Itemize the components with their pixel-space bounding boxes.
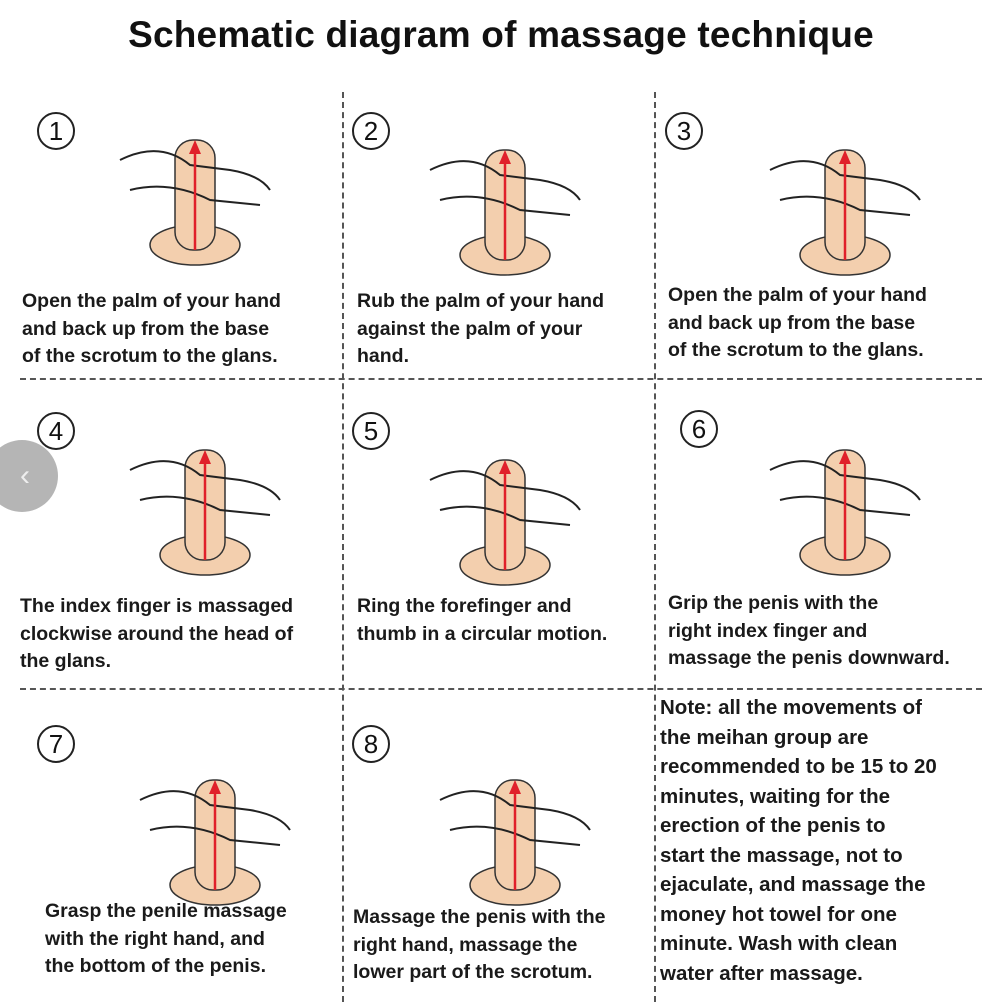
step-description: and back up from the base: [668, 311, 916, 334]
step-description: massage the penis downward.: [668, 647, 950, 669]
step-number: 6: [680, 410, 718, 448]
step-description: Grip the penis with the: [668, 592, 879, 614]
note-text: erection of the penis to: [660, 814, 886, 837]
step-description: clockwise around the head of: [20, 622, 294, 645]
step-number: 8: [352, 725, 390, 763]
step-description: of the scrotum to the glans.: [668, 339, 924, 361]
step-number: 2: [352, 112, 390, 150]
step-description: Open the palm of your hand: [668, 284, 927, 306]
step-description: Rub the palm of your hand: [357, 290, 604, 312]
note-text: the meihan group are: [660, 725, 869, 749]
note-text: start the massage, not to: [660, 843, 903, 867]
divider: [342, 92, 344, 1002]
note-text: water after massage.: [660, 961, 863, 985]
step-description: against the palm of your: [357, 317, 583, 340]
note-text: ejaculate, and massage the: [660, 873, 926, 896]
step-number: 3: [665, 112, 703, 150]
step-description: and back up from the base: [22, 317, 270, 340]
step-illustration: [110, 120, 280, 275]
step-description: Ring the forefinger and: [357, 595, 572, 617]
note-text: minute. Wash with clean: [660, 932, 898, 955]
chevron-left-icon: ‹: [20, 459, 30, 492]
divider: [654, 92, 656, 1002]
carousel-prev-button[interactable]: ‹: [0, 440, 58, 512]
step-illustration: [760, 430, 930, 585]
divider: [20, 378, 982, 380]
step-description: Grasp the penile massage: [45, 900, 287, 922]
step-number: 4: [37, 412, 75, 450]
step-description: lower part of the scrotum.: [353, 961, 593, 983]
step-description: right hand, massage the: [353, 933, 578, 956]
step-description: the bottom of the penis.: [45, 955, 266, 977]
step-description: Massage the penis with the: [353, 906, 606, 928]
step-illustration: [120, 430, 290, 585]
step-description: The index finger is massaged: [20, 595, 294, 617]
note-text: minutes, waiting for the: [660, 784, 891, 808]
step-description: with the right hand, and: [45, 927, 265, 950]
step-illustration: [420, 130, 590, 285]
step-description: thumb in a circular motion.: [357, 622, 608, 645]
step-illustration: [130, 760, 300, 915]
step-illustration: [760, 130, 930, 285]
step-description: of the scrotum to the glans.: [22, 345, 278, 367]
step-description: the glans.: [20, 650, 112, 672]
step-description: hand.: [357, 345, 409, 367]
step-number: 5: [352, 412, 390, 450]
step-illustration: [430, 760, 600, 915]
note-text: recommended to be 15 to 20: [660, 755, 937, 778]
note-text: Note: all the movements of: [660, 696, 922, 719]
step-description: right index finger and: [668, 619, 868, 642]
divider: [20, 688, 982, 690]
step-description: Open the palm of your hand: [22, 290, 281, 312]
note-text: money hot towel for one: [660, 902, 897, 926]
step-number: 7: [37, 725, 75, 763]
step-number: 1: [37, 112, 75, 150]
step-illustration: [420, 440, 590, 595]
page-title: Schematic diagram of massage technique: [128, 14, 874, 55]
